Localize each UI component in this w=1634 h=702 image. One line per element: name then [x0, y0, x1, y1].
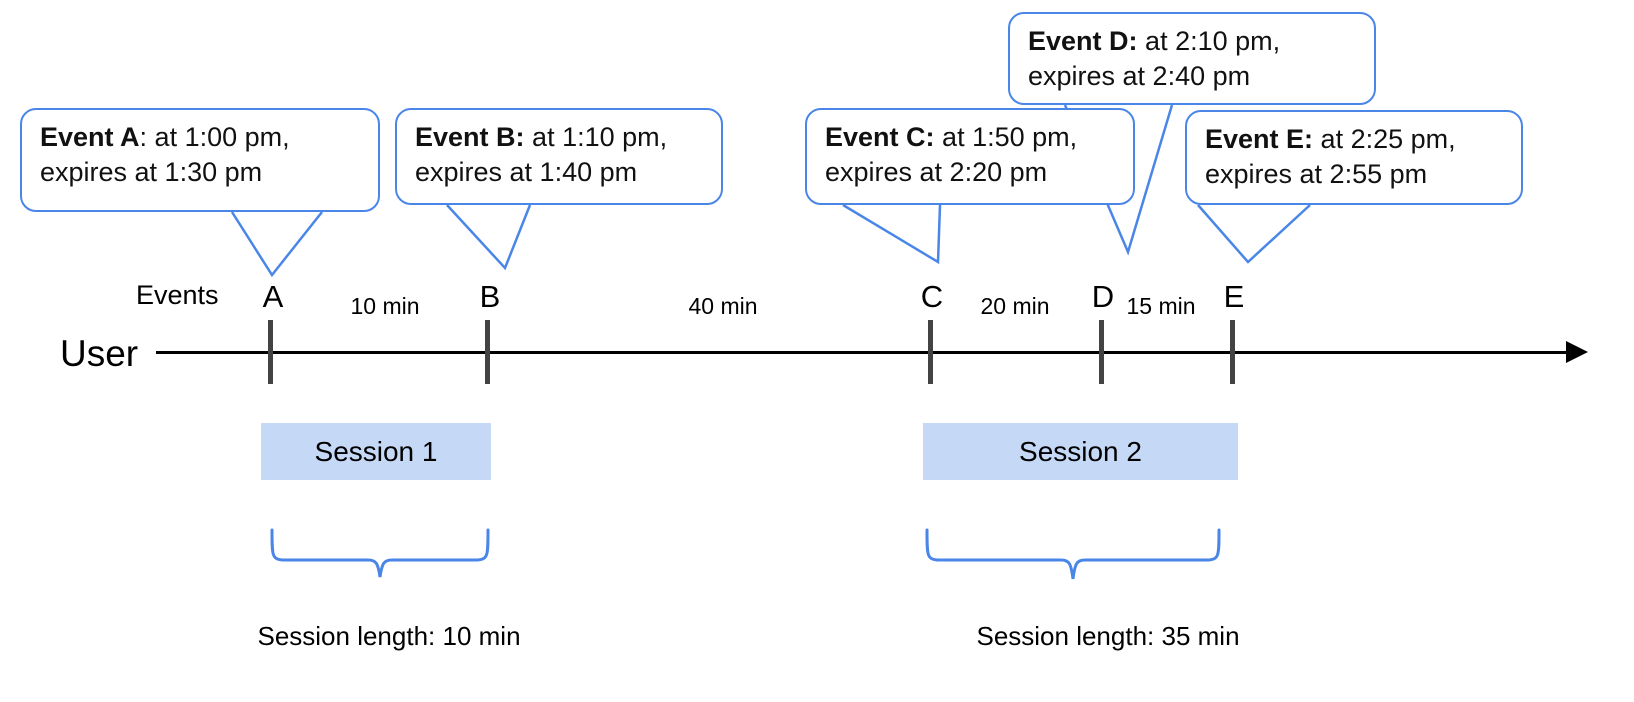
session-box-1[interactable]: Session 1 — [261, 423, 491, 480]
callout-c-title: Event C: — [825, 122, 935, 152]
callout-event-b[interactable]: Event B: at 1:10 pm, expires at 1:40 pm — [395, 108, 723, 205]
brace-session-1 — [270, 528, 490, 578]
callout-a-time: at 1:00 pm, — [154, 122, 290, 152]
tick-d — [1099, 320, 1104, 384]
interval-a-b: 10 min — [350, 293, 420, 319]
callout-c-sep — [935, 122, 943, 152]
tick-e — [1230, 320, 1235, 384]
session-1-label: Session 1 — [314, 435, 438, 467]
callout-e-line1: Event E: at 2:25 pm, — [1205, 122, 1505, 157]
callout-event-a[interactable]: Event A: at 1:00 pm, expires at 1:30 pm — [20, 108, 380, 212]
callout-d-line2: expires at 2:40 pm — [1028, 60, 1251, 91]
callout-a-sep: : — [139, 122, 155, 152]
session-2-label: Session 2 — [1019, 435, 1142, 467]
event-letter-d: D — [1091, 279, 1115, 314]
interval-b-c: 40 min — [688, 293, 758, 319]
event-letter-c: C — [920, 279, 944, 314]
lane-label-user: User — [60, 333, 139, 374]
callout-d-title: Event D: — [1028, 26, 1138, 56]
callout-c-line1: Event C: at 1:50 pm, — [825, 120, 1117, 155]
timeline-arrow-icon — [1566, 341, 1588, 363]
event-letter-e: E — [1223, 279, 1245, 314]
callout-e-title: Event E: — [1205, 124, 1314, 154]
event-letter-b: B — [479, 279, 501, 314]
session-2-caption: Session length: 35 min — [976, 621, 1240, 651]
callout-event-d[interactable]: Event D: at 2:10 pm, expires at 2:40 pm — [1008, 12, 1376, 105]
callout-e-sep — [1313, 124, 1321, 154]
tick-b — [485, 320, 490, 384]
lane-label-events: Events — [136, 280, 219, 310]
callout-event-e[interactable]: Event E: at 2:25 pm, expires at 2:55 pm — [1185, 110, 1523, 205]
callout-b-sep — [525, 122, 533, 152]
callout-b-time: at 1:10 pm, — [532, 122, 668, 152]
callout-d-time: at 2:10 pm, — [1145, 26, 1281, 56]
interval-d-e: 15 min — [1126, 293, 1196, 319]
session-box-2[interactable]: Session 2 — [923, 423, 1238, 480]
callout-c-time: at 1:50 pm, — [942, 122, 1078, 152]
callout-event-c[interactable]: Event C: at 1:50 pm, expires at 2:20 pm — [805, 108, 1135, 205]
session-1-caption: Session length: 10 min — [257, 621, 521, 651]
event-letter-a: A — [262, 279, 284, 314]
tick-c — [928, 320, 933, 384]
callout-e-time: at 2:25 pm, — [1320, 124, 1456, 154]
callout-c-line2: expires at 2:20 pm — [825, 156, 1048, 187]
callout-b-line1: Event B: at 1:10 pm, — [415, 120, 705, 155]
interval-c-d: 20 min — [980, 293, 1050, 319]
callout-b-title: Event B: — [415, 122, 525, 152]
callout-d-sep — [1138, 26, 1146, 56]
callout-a-line1: Event A: at 1:00 pm, — [40, 120, 362, 155]
callout-d-line1: Event D: at 2:10 pm, — [1028, 24, 1358, 59]
callout-b-line2: expires at 1:40 pm — [415, 156, 638, 187]
callout-a-line2: expires at 1:30 pm — [40, 156, 263, 187]
callout-a-title: Event A — [40, 122, 140, 152]
timeline-axis — [156, 351, 1568, 354]
callout-e-line2: expires at 2:55 pm — [1205, 158, 1428, 189]
brace-session-2 — [925, 528, 1221, 580]
tick-a — [268, 320, 273, 384]
